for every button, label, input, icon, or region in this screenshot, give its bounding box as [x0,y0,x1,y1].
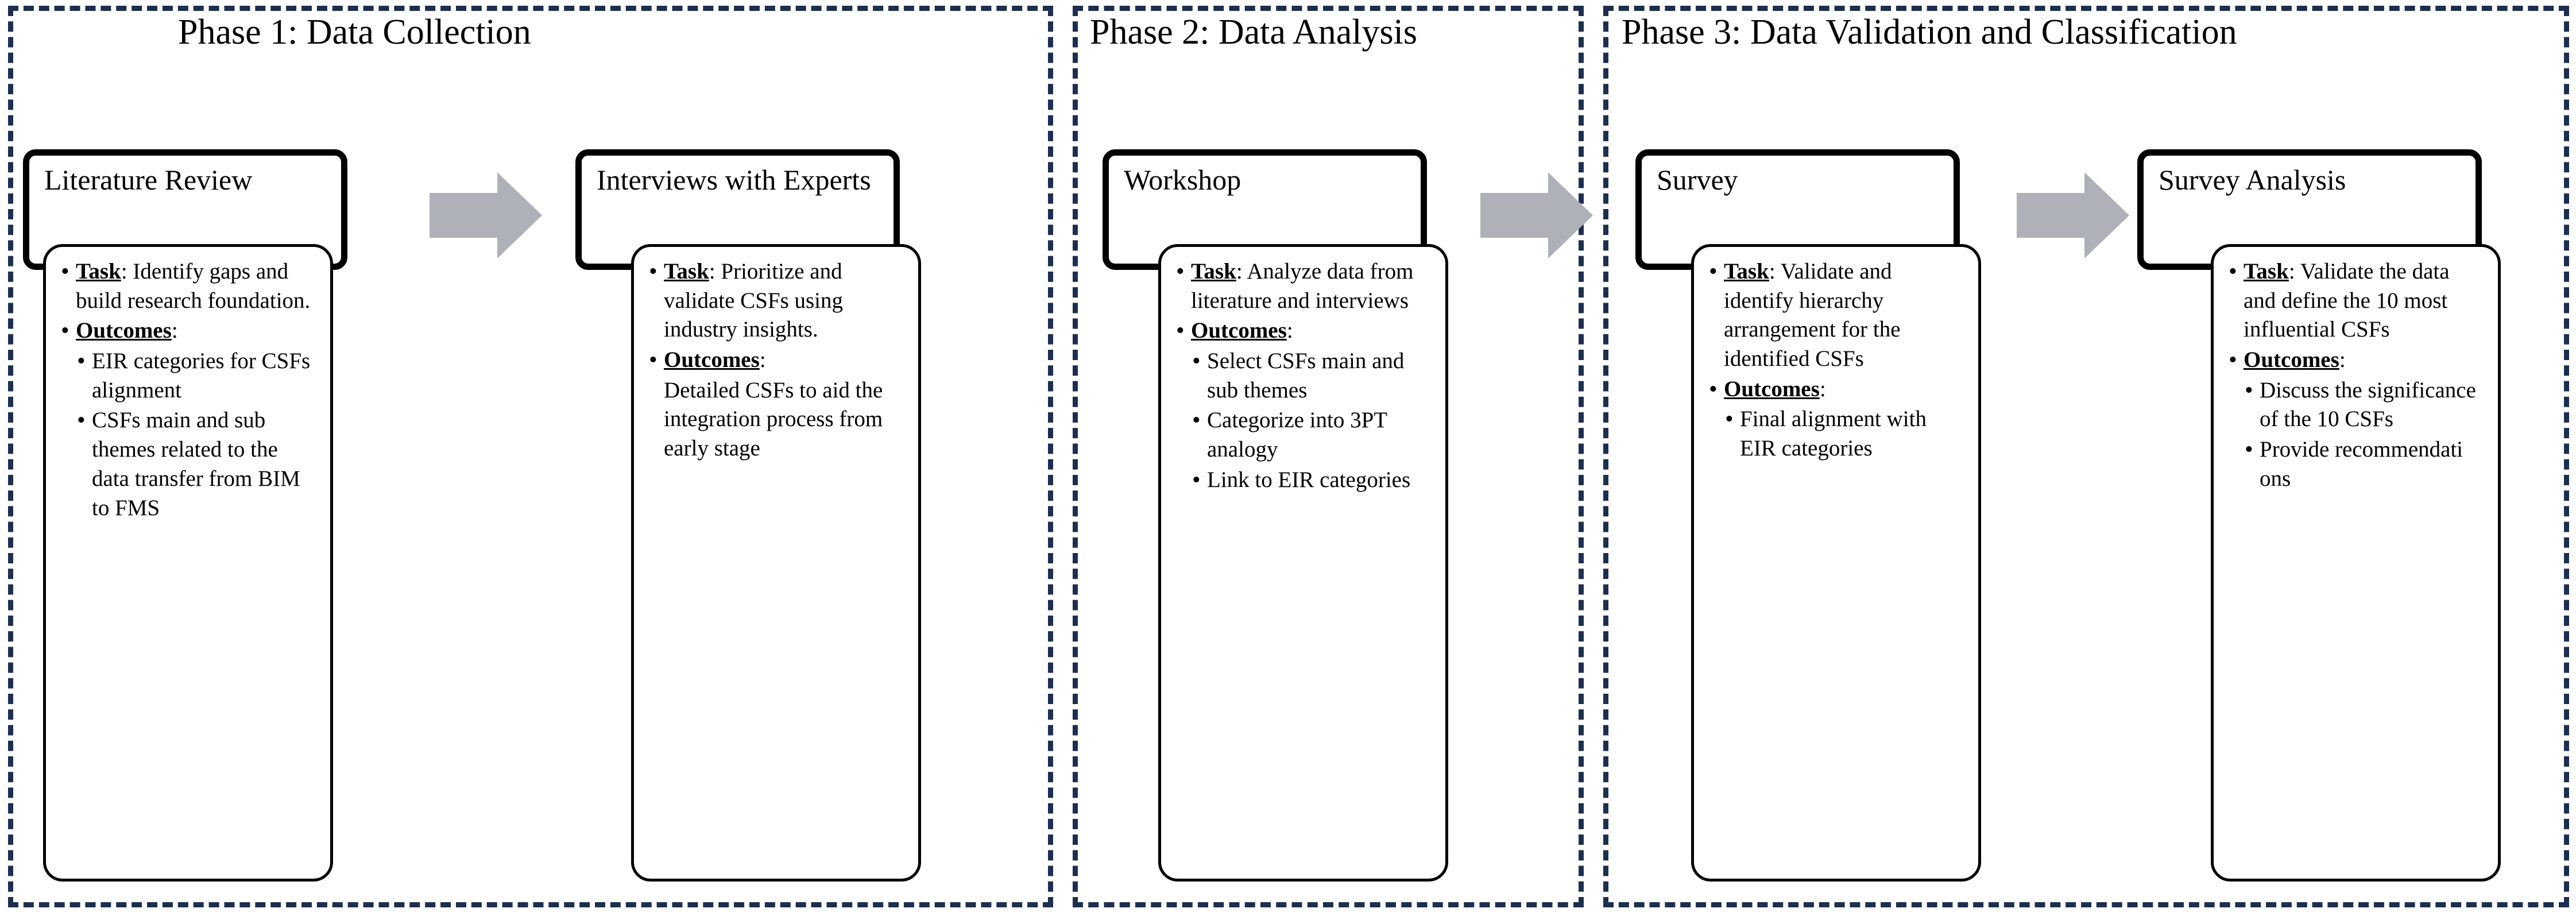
outcomes-suffix: : [2339,347,2346,373]
outcomes-keyword: Outcomes [1191,318,1287,343]
outcome-item: Link to EIR categories [1191,465,1433,496]
phase-3-title: Phase 3: Data Validation and Classificat… [1622,13,2237,52]
outcomes-sub-list: Discuss the significance of the 10 CSFs … [2226,375,2485,494]
stage-header-label: Survey Analysis [2159,164,2346,196]
task-text: : Identify gaps and build research found… [76,259,311,313]
stage-literature-review: Literature Review Task: Identify gaps an… [23,149,390,884]
outcomes-sub-list: EIR categories for CSFs alignment CSFs m… [59,346,318,523]
outcome-item: EIR categories for CSFs alignment [76,346,318,405]
stage-bullet-list: Task: Identify gaps and build research f… [59,256,318,347]
task-bullet: Task: Analyze data from literature and i… [1174,256,1433,315]
outcome-item: Select CSFs main and sub themes [1191,346,1433,405]
outcomes-suffix: : [1286,318,1293,343]
stage-body-card-interviews-with-experts[interactable]: Task: Prioritize and validate CSFs using… [631,244,921,882]
outcomes-suffix: : [759,347,766,373]
stage-header-label: Workshop [1124,164,1241,196]
outcomes-suffix: : [1819,376,1826,401]
outcome-item: Discuss the significance of the 10 CSFs [2244,375,2485,434]
task-keyword: Task [76,259,121,284]
outcomes-bullet: Outcomes: [1174,315,1433,346]
task-keyword: Task [2244,259,2289,284]
outcomes-bullet: Outcomes: [59,315,318,346]
task-text: : Prioritize and validate CSFs using ind… [664,259,844,342]
stage-body-card-workshop[interactable]: Task: Analyze data from literature and i… [1158,244,1448,882]
outcomes-keyword: Outcomes [76,318,172,343]
outcomes-bullet: Outcomes: [2226,345,2485,376]
stage-header-label: Literature Review [44,164,253,196]
stage-header-label: Interviews with Experts [597,164,871,196]
phase-3-container [1603,6,2569,907]
stage-survey: Survey Task: Validate and identify hiera… [1635,149,2003,884]
outcomes-plain-text: Detailed CSFs to aid the integration pro… [664,377,883,461]
outcomes-keyword: Outcomes [664,347,760,373]
phase-1-container [8,6,1053,907]
task-keyword: Task [664,259,709,284]
outcomes-bullet: Outcomes: [1707,374,1966,405]
arrow-literature-to-interviews [430,172,542,258]
stage-bullet-list: Task: Prioritize and validate CSFs using… [647,256,906,376]
task-bullet: Task: Identify gaps and build research f… [59,256,318,315]
phase-2-container [1073,6,1584,907]
stage-body-card-literature-review[interactable]: Task: Identify gaps and build research f… [43,244,333,882]
outcomes-suffix: : [171,318,178,343]
task-text: : Analyze data from literature and inter… [1191,259,1414,313]
outcome-item: Provide recommendati ons [2244,434,2485,493]
stage-bullet-list: Task: Analyze data from literature and i… [1174,256,1433,347]
phase-1-title: Phase 1: Data Collection [178,13,531,52]
stage-header-label: Survey [1657,164,1738,196]
outcome-item: Final alignment with EIR categories [1724,404,1966,463]
outcomes-keyword: Outcomes [1724,376,1820,401]
stage-header-card-workshop[interactable]: Workshop [1103,149,1427,270]
outcomes-bullet: Outcomes: [647,345,906,376]
outcome-item: CSFs main and sub themes related to the … [76,405,318,523]
outcomes-sub-list: Final alignment with EIR categories [1707,404,1966,463]
stage-bullet-list: Task: Validate and identify hierarchy ar… [1707,256,1966,405]
task-keyword: Task [1724,259,1769,284]
task-bullet: Task: Validate and identify hierarchy ar… [1707,256,1966,374]
task-bullet: Task: Validate the data and define the 1… [2226,256,2485,345]
arrow-survey-to-survey-analysis [2017,172,2129,258]
outcomes-sub-list: Select CSFs main and sub themes Categori… [1174,346,1433,496]
outcome-item: Categorize into 3PT analogy [1191,405,1433,464]
stage-bullet-list: Task: Validate the data and define the 1… [2226,256,2485,376]
task-keyword: Task [1191,259,1236,284]
stage-interviews-with-experts: Interviews with Experts Task: Prioritize… [575,149,943,884]
task-text: : Validate and identify hierarchy arrang… [1724,259,1901,372]
arrow-workshop-to-survey [1480,172,1593,258]
stage-body-card-survey-analysis[interactable]: Task: Validate the data and define the 1… [2211,244,2501,882]
stage-body-card-survey[interactable]: Task: Validate and identify hierarchy ar… [1691,244,1981,882]
phase-2-title: Phase 2: Data Analysis [1090,13,1417,52]
task-bullet: Task: Prioritize and validate CSFs using… [647,256,906,345]
stage-workshop: Workshop Task: Analyze data from literat… [1103,149,1470,884]
outcomes-keyword: Outcomes [2244,347,2339,373]
task-text: : Validate the data and define the 10 mo… [2244,259,2450,342]
stage-survey-analysis: Survey Analysis Task: Validate the data … [2137,149,2528,884]
